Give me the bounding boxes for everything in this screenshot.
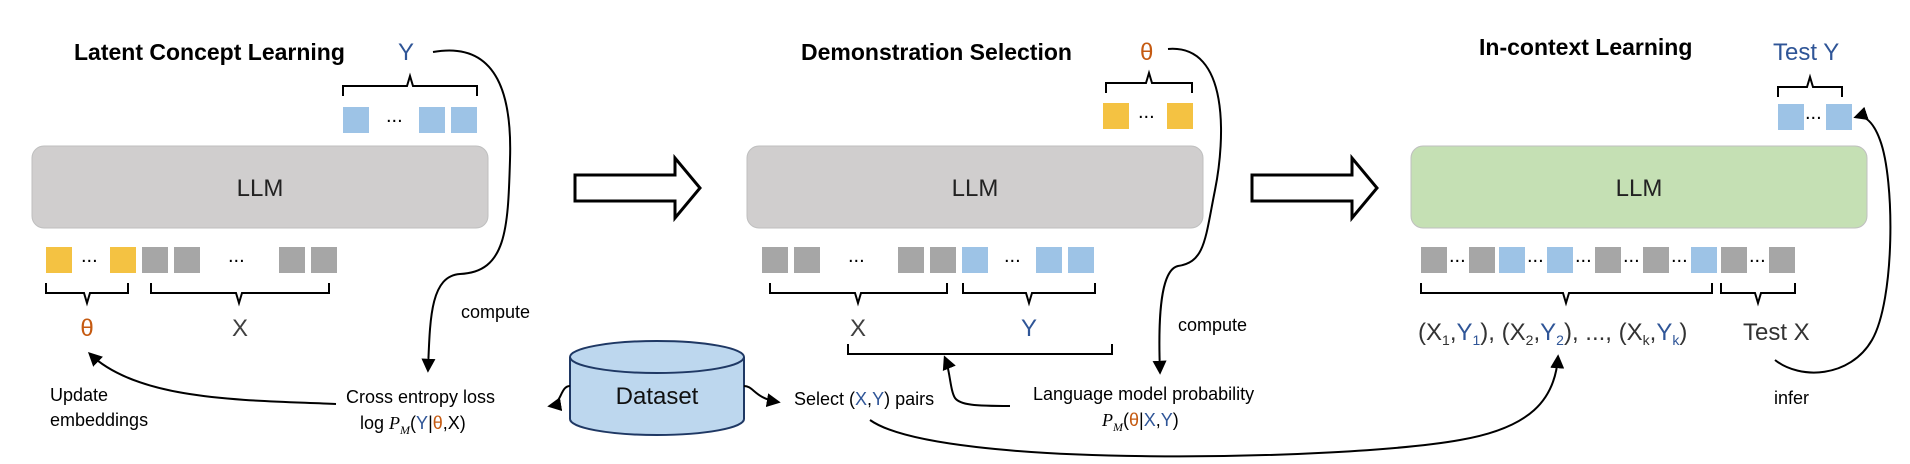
pairs-brace <box>1420 283 1713 307</box>
panel-latent-concept-learning: Latent Concept Learning Y ... LLM ... ..… <box>31 39 530 437</box>
transition-arrow <box>1250 153 1379 223</box>
ellipsis: ... <box>228 245 245 267</box>
concept-token <box>46 247 72 273</box>
lm-probability: Language model probability PM(θ|X,Y) <box>1033 384 1254 434</box>
dataset-to-select-arrow <box>743 385 781 408</box>
panel-title: Latent Concept Learning <box>74 39 345 65</box>
output-brace <box>1777 73 1843 97</box>
ellipsis: ... <box>1749 245 1766 267</box>
pairs-bracket <box>847 344 1113 355</box>
llm-label: LLM <box>237 175 284 202</box>
update-label-line1: Update <box>50 385 108 405</box>
test-token <box>1721 247 1747 273</box>
llm-label: LLM <box>1616 175 1663 202</box>
llm-label: LLM <box>952 175 999 202</box>
x-brace <box>769 283 948 307</box>
lm-prob-formula: PM(θ|X,Y) <box>1101 410 1179 434</box>
ellipsis: ... <box>1575 245 1592 267</box>
update-label-line2: embeddings <box>50 410 148 430</box>
ellipsis: ... <box>1623 245 1640 267</box>
panel-title: In-context Learning <box>1479 34 1692 60</box>
output-brace <box>1105 69 1193 93</box>
theta-label: θ <box>80 315 93 342</box>
theta-brace <box>45 283 129 307</box>
output-brace <box>342 72 478 96</box>
lm-prob-label: Language model probability <box>1033 384 1254 404</box>
panel-demonstration-selection: Demonstration Selection θ ... LLM ... ..… <box>746 39 1254 434</box>
input-token <box>1595 247 1621 273</box>
compute-arrow <box>1152 47 1223 375</box>
dataset-to-loss-arrow <box>547 385 571 412</box>
output-token <box>419 107 445 133</box>
x-brace <box>150 283 330 307</box>
input-token <box>1469 247 1495 273</box>
output-token <box>451 107 477 133</box>
test-x-brace <box>1720 283 1796 307</box>
ellipsis: ... <box>1805 102 1822 124</box>
ellipsis: ... <box>1138 101 1155 123</box>
input-token <box>930 247 956 273</box>
ellipsis: ... <box>1004 245 1021 267</box>
output-token <box>1826 104 1852 130</box>
concept-token <box>110 247 136 273</box>
ce-loss-label: Cross entropy loss <box>346 387 495 407</box>
demonstration-pairs: (X1,Y1), (X2,Y2), ..., (Xk,Yk) <box>1418 319 1687 348</box>
panel-in-context-learning: In-context Learning Test Y ... LLM ... .… <box>1410 34 1892 408</box>
update-arrow <box>87 352 337 405</box>
lm-to-pairs-arrow <box>942 355 1011 407</box>
ellipsis: ... <box>1449 245 1466 267</box>
label-token <box>1068 247 1094 273</box>
test-token <box>1769 247 1795 273</box>
label-token <box>1036 247 1062 273</box>
input-token <box>1643 247 1669 273</box>
output-theta-label: θ <box>1140 39 1153 66</box>
llm-box <box>31 145 489 229</box>
label-token <box>1499 247 1525 273</box>
input-token <box>762 247 788 273</box>
ellipsis: ... <box>81 245 98 267</box>
ellipsis: ... <box>848 245 865 267</box>
y-label: Y <box>1021 315 1037 342</box>
llm-box <box>1410 145 1868 229</box>
ce-loss-formula: log PM(Y|θ,X) <box>360 413 466 437</box>
dataset-cylinder: Dataset <box>569 340 745 436</box>
input-token <box>142 247 168 273</box>
output-token <box>1778 104 1804 130</box>
ellipsis: ... <box>386 105 403 127</box>
output-token <box>343 107 369 133</box>
select-to-pairs-arrow <box>869 354 1565 458</box>
output-test-y-label: Test Y <box>1773 39 1839 66</box>
output-y-label: Y <box>398 39 414 66</box>
compute-label: compute <box>1178 315 1247 335</box>
transition-arrow <box>573 153 702 223</box>
compute-arrow <box>421 49 512 373</box>
input-token <box>1421 247 1447 273</box>
panel-title: Demonstration Selection <box>801 39 1072 65</box>
input-token <box>279 247 305 273</box>
llm-box <box>746 145 1204 229</box>
infer-arrow <box>1774 106 1892 374</box>
input-token <box>174 247 200 273</box>
y-brace <box>962 283 1096 307</box>
concept-token <box>1103 103 1129 129</box>
x-label: X <box>232 315 248 342</box>
dataset-label: Dataset <box>616 383 699 410</box>
input-token <box>311 247 337 273</box>
input-token <box>898 247 924 273</box>
ellipsis: ... <box>1527 245 1544 267</box>
ellipsis: ... <box>1671 245 1688 267</box>
infer-label: infer <box>1774 388 1809 408</box>
select-pairs-label: Select (X,Y) pairs <box>794 389 934 409</box>
label-token <box>1547 247 1573 273</box>
x-label: X <box>850 315 866 342</box>
label-token <box>1691 247 1717 273</box>
concept-token <box>1167 103 1193 129</box>
test-x-label: Test X <box>1743 319 1810 346</box>
label-token <box>962 247 988 273</box>
cross-entropy-loss: Cross entropy loss log PM(Y|θ,X) <box>346 387 495 437</box>
input-token <box>794 247 820 273</box>
compute-label: compute <box>461 302 530 322</box>
